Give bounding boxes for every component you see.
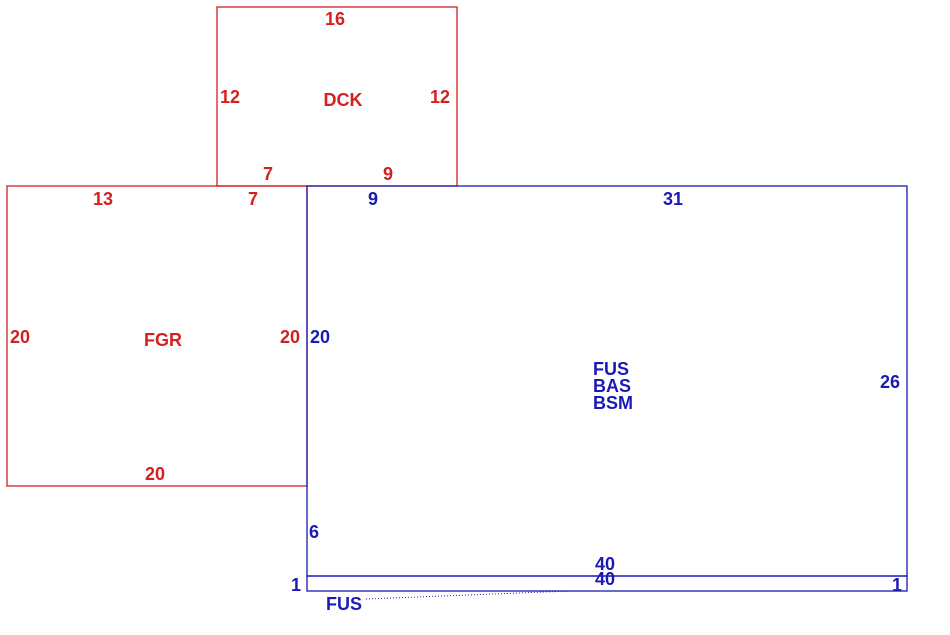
dck-left-dimension: 12 — [220, 87, 240, 107]
dck-bottom-left-dimension: 7 — [263, 164, 273, 184]
fgr-top-left-dimension: 13 — [93, 189, 113, 209]
dck-bottom-right-dimension: 9 — [383, 164, 393, 184]
main-top-dimension: 31 — [663, 189, 683, 209]
dck-right-dimension: 12 — [430, 87, 450, 107]
strip-label: FUS — [326, 594, 362, 614]
strip-right-dimension: 1 — [892, 575, 902, 595]
main-label-fus: FUS — [593, 359, 629, 379]
strip-area: 40 1 1 FUS — [291, 569, 908, 614]
dck-top-dimension: 16 — [325, 9, 345, 29]
fgr-left-dimension: 20 — [10, 327, 30, 347]
fgr-area: FGR 13 7 20 20 20 — [6, 185, 308, 487]
main-bottom-dimension: 40 — [595, 554, 615, 574]
strip-top-dimension: 40 — [595, 569, 615, 589]
fgr-right-dimension: 20 — [280, 327, 300, 347]
fgr-top-right-dimension: 7 — [248, 189, 258, 209]
fgr-label: FGR — [144, 330, 182, 350]
main-area: FUS BAS BSM 9 31 20 26 6 40 — [306, 185, 908, 577]
strip-left-dimension: 1 — [291, 575, 301, 595]
main-right-dimension: 26 — [880, 372, 900, 392]
strip-leader-line — [365, 590, 571, 600]
main-left-upper-dimension: 20 — [310, 327, 330, 347]
dck-area: DCK 16 12 12 7 9 — [216, 6, 458, 187]
main-label-bas: BAS — [593, 376, 631, 396]
strip-outline[interactable] — [306, 575, 908, 592]
dck-label: DCK — [324, 90, 363, 110]
fgr-bottom-dimension: 20 — [145, 464, 165, 484]
main-top-left-dimension: 9 — [368, 189, 378, 209]
main-label-bsm: BSM — [593, 393, 633, 413]
main-left-lower-dimension: 6 — [309, 522, 319, 542]
